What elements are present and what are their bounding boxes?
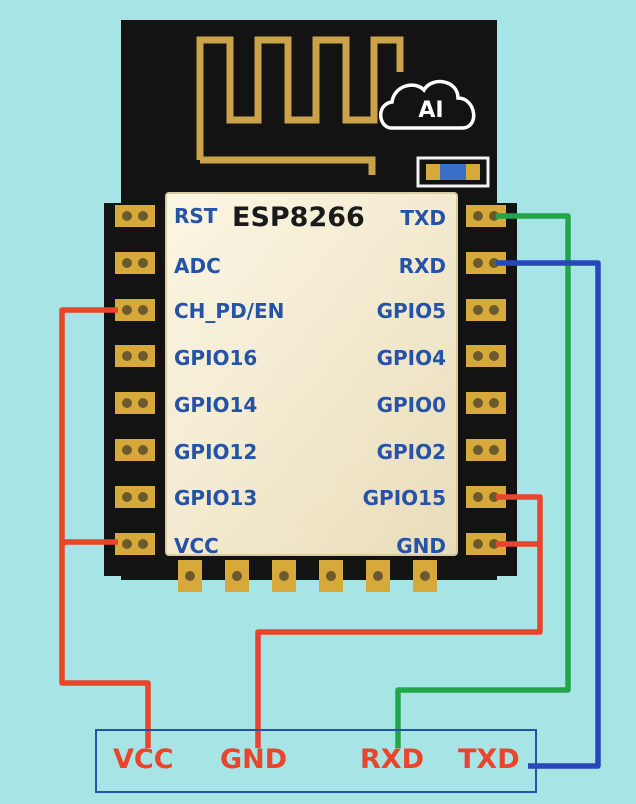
- wire-gnd: [255, 494, 543, 748]
- led-body: [440, 164, 466, 180]
- bottom-pad-4: [319, 560, 343, 592]
- bottom-pad-1: [178, 560, 202, 592]
- cloud-logo-icon: [379, 79, 476, 130]
- right-pad-3: [466, 299, 506, 321]
- bottom-pads: [178, 560, 437, 592]
- pin-label-gpio13: GPIO13: [174, 486, 258, 510]
- led-component: [416, 156, 490, 188]
- pin-label-rst: RST: [174, 204, 218, 228]
- metal-shield: [165, 192, 458, 556]
- module-title: ESP8266: [232, 202, 365, 233]
- pin-label-ch-pd-en: CH_PD/EN: [174, 299, 285, 323]
- left-pad-5: [115, 392, 155, 414]
- led-pad-left: [426, 164, 440, 180]
- pin-label-gnd: GND: [396, 534, 446, 558]
- pin-label-gpio12: GPIO12: [174, 440, 258, 464]
- wire-txd-to-rxd: [395, 213, 571, 748]
- pin-label-gpio5: GPIO5: [376, 299, 446, 323]
- pin-label-gpio2: GPIO2: [376, 440, 446, 464]
- pin-label-txd: TXD: [400, 206, 446, 230]
- connector-label-gnd: GND: [220, 744, 288, 775]
- right-pad-6: [466, 439, 506, 461]
- left-pad-1: [115, 205, 155, 227]
- left-pad-6: [115, 439, 155, 461]
- pin-label-rxd: RXD: [398, 254, 446, 278]
- left-pad-7: [115, 486, 155, 508]
- left-pad-8: [115, 533, 155, 555]
- bottom-pad-6: [413, 560, 437, 592]
- connector-box: [95, 729, 537, 793]
- left-pad-2: [115, 252, 155, 274]
- pin-label-gpio14: GPIO14: [174, 393, 258, 417]
- right-pad-5: [466, 392, 506, 414]
- right-pads: [466, 205, 506, 555]
- left-pad-3: [115, 299, 155, 321]
- pcb-antenna: [196, 36, 404, 175]
- connector-label-vcc: VCC: [113, 744, 174, 775]
- bottom-pad-2: [225, 560, 249, 592]
- bottom-pad-5: [366, 560, 390, 592]
- connector-label-txd: TXD: [458, 744, 520, 775]
- led-pad-right: [466, 164, 480, 180]
- pin-label-vcc: VCC: [174, 534, 219, 558]
- pin-label-gpio4: GPIO4: [376, 346, 446, 370]
- pin-label-adc: ADC: [174, 254, 221, 278]
- right-pad-4: [466, 345, 506, 367]
- left-pad-4: [115, 345, 155, 367]
- pin-label-gpio15: GPIO15: [362, 486, 446, 510]
- right-pad-2: [466, 252, 506, 274]
- logo-text: AI: [418, 98, 444, 123]
- pin-label-gpio16: GPIO16: [174, 346, 258, 370]
- bottom-pad-3: [272, 560, 296, 592]
- connector-label-rxd: RXD: [360, 744, 425, 775]
- left-pads: [115, 205, 155, 555]
- wire-vcc: [59, 307, 151, 748]
- pin-label-gpio0: GPIO0: [376, 393, 446, 417]
- wire-rxd-to-txd: [496, 260, 601, 769]
